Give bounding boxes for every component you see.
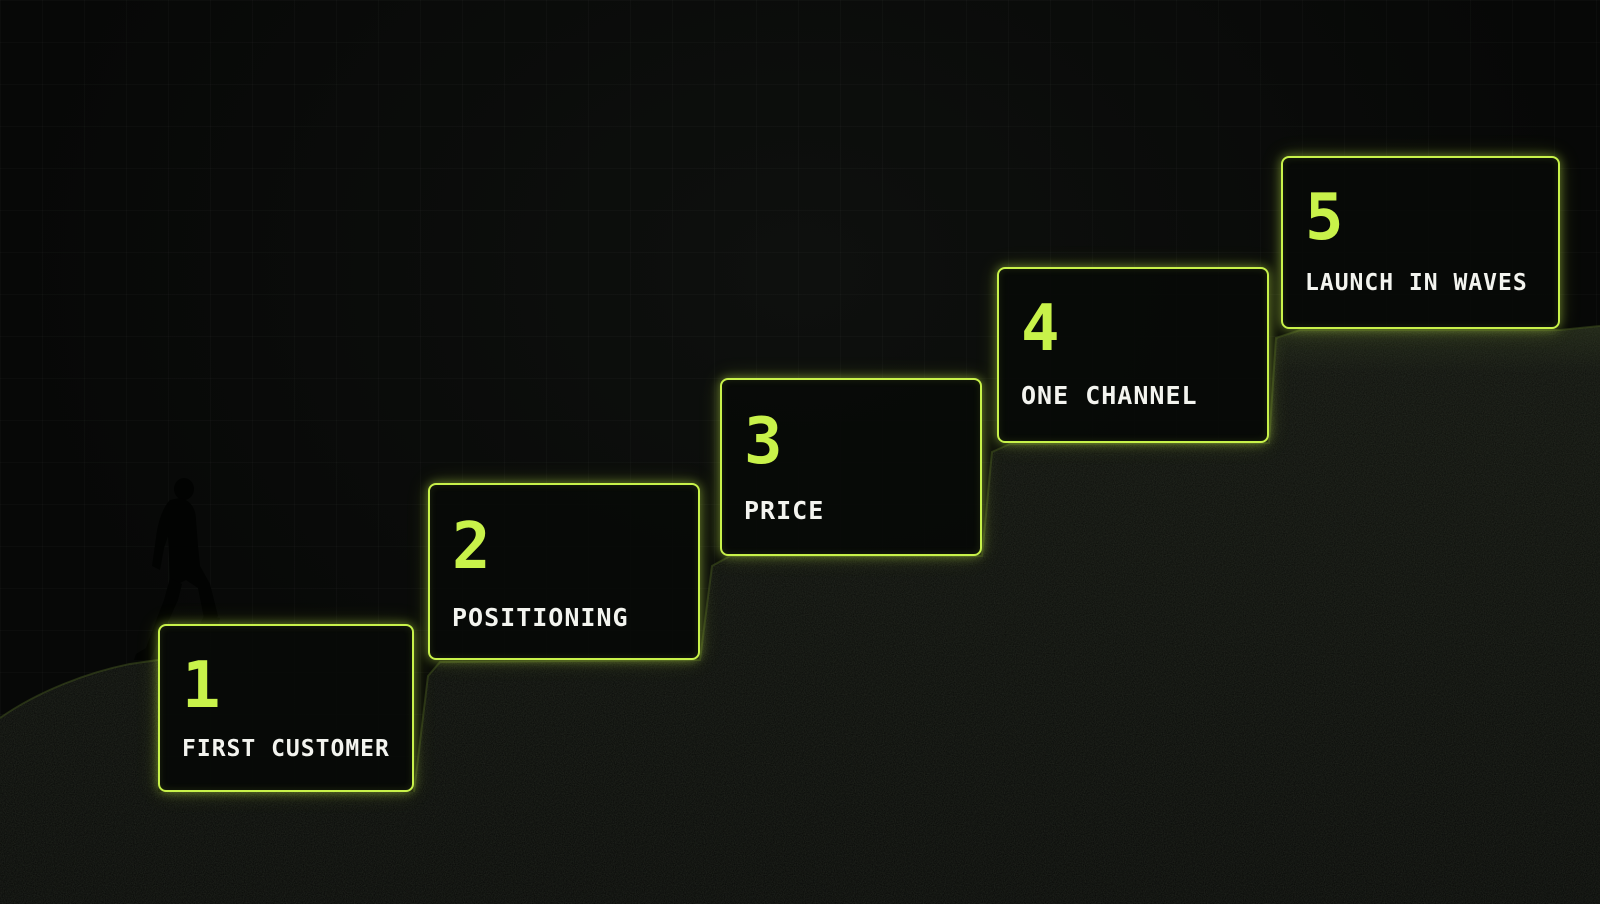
step-number: 3 xyxy=(744,405,783,479)
rock-rim-highlight xyxy=(0,325,1600,793)
rock-texture xyxy=(0,326,1600,904)
step-card-3: 3 PRICE xyxy=(720,378,982,556)
step-number: 5 xyxy=(1305,181,1344,255)
step-label: ONE CHANNEL xyxy=(1021,381,1198,410)
climbing-person-silhouette xyxy=(134,478,220,660)
step-card-5: 5 LAUNCH IN WAVES xyxy=(1281,156,1560,329)
step-label: LAUNCH IN WAVES xyxy=(1305,270,1528,296)
step-label: POSITIONING xyxy=(452,603,629,632)
step-label: FIRST CUSTOMER xyxy=(182,736,390,762)
step-card-1: 1 FIRST CUSTOMER xyxy=(158,624,414,792)
step-number: 1 xyxy=(182,649,221,723)
step-card-2: 2 POSITIONING xyxy=(428,483,700,660)
step-card-4: 4 ONE CHANNEL xyxy=(997,267,1269,443)
step-number: 4 xyxy=(1021,292,1060,366)
step-number: 2 xyxy=(452,510,491,584)
step-label: PRICE xyxy=(744,496,825,525)
